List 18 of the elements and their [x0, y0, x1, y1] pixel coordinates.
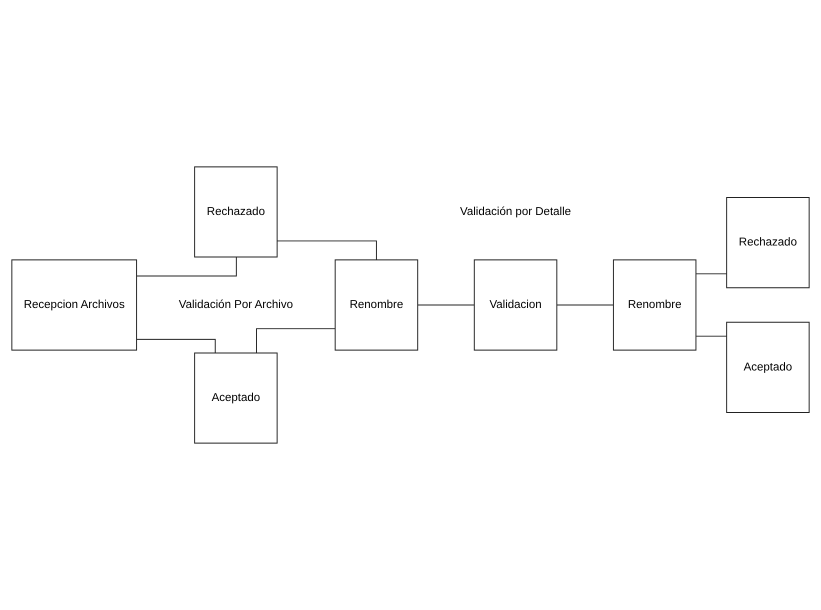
connector: [696, 273, 727, 274]
connector: [256, 328, 336, 354]
node-box: Aceptado: [726, 322, 810, 413]
connector: [136, 256, 237, 276]
connector: [696, 336, 727, 337]
node-box: Renombre: [612, 259, 696, 351]
connector: [136, 338, 216, 354]
label: Validación por Detalle: [460, 206, 572, 218]
node-box: Renombre: [334, 259, 418, 351]
node-box: Rechazado: [726, 197, 810, 288]
node-box: Recepcion Archivos: [11, 259, 138, 351]
connector: [556, 304, 614, 306]
node-box: Rechazado: [194, 166, 278, 258]
node-box: Validacion: [474, 259, 558, 351]
node-box: Aceptado: [194, 352, 278, 444]
connector: [276, 240, 377, 260]
connector: [417, 304, 475, 306]
label: Validación Por Archivo: [178, 298, 293, 311]
